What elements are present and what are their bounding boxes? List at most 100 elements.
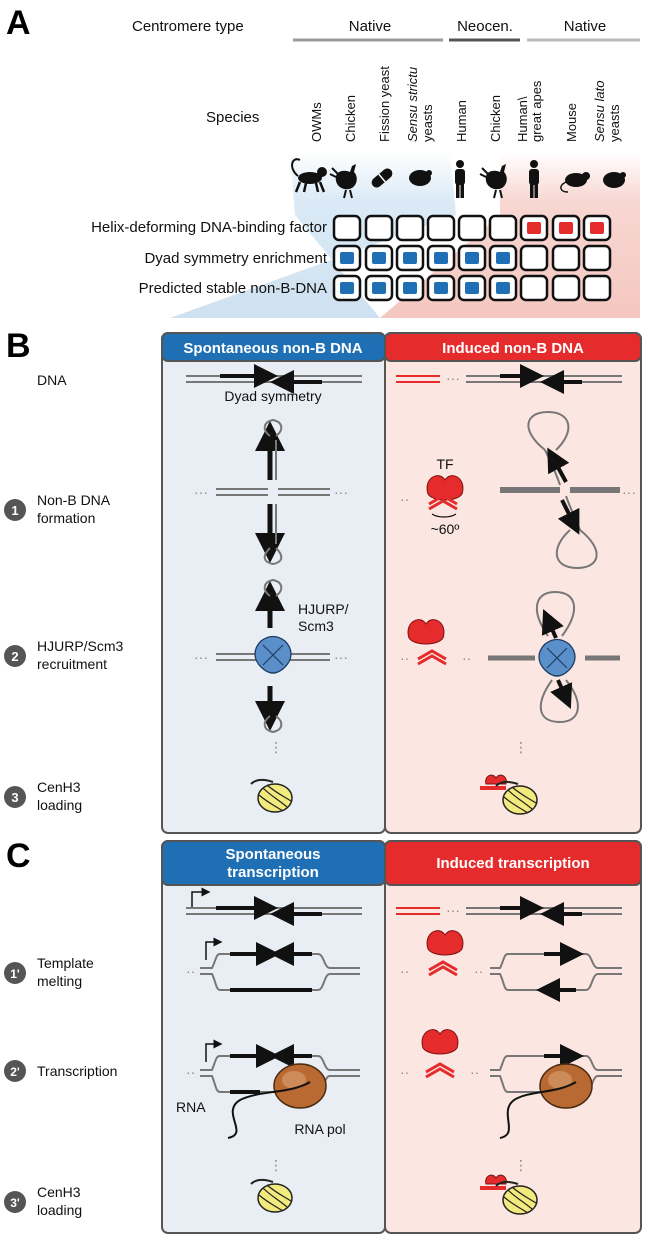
tf-bound-induced: TF ·· ~60º (400, 456, 464, 537)
species-name-chicken: Chicken (343, 95, 358, 142)
matrix-cell (364, 214, 394, 242)
hjurp-spontaneous: ··· ··· HJURP/ Scm3 ⋮ (194, 578, 349, 755)
step-3p-line1: CenH3 (37, 1184, 81, 1200)
rna-label: RNA (176, 1099, 206, 1115)
matrix-cell-fill (372, 252, 386, 264)
matrix-cell-fill (590, 222, 604, 234)
step-1p-number: 1' (10, 967, 20, 981)
svg-text:⋮: ⋮ (514, 739, 528, 755)
svg-text:···: ··· (334, 649, 348, 665)
fission-yeast-icon (371, 168, 393, 188)
species-name-mouse: Mouse (564, 103, 579, 142)
row-label-dyad-symmetry: Dyad symmetry enrichment (144, 250, 327, 267)
tf-label: TF (436, 456, 453, 472)
svg-text:··: ·· (186, 963, 195, 979)
matrix-cell-fill (527, 222, 541, 234)
species-name-human-apes-line1: Human\ (515, 96, 530, 142)
rna-strand (227, 1081, 311, 1139)
hjurp-label-1: HJURP/ (298, 601, 349, 617)
step-3-line1: CenH3 (37, 779, 81, 795)
svg-text:··: ·· (470, 1064, 479, 1080)
group-label-neocen: Neocen. (457, 18, 513, 35)
species-name-sensu-lato-line2: yeasts (607, 104, 622, 142)
svg-text:··: ·· (186, 1064, 195, 1080)
dna-c-induced: ··· (396, 896, 622, 926)
hjurp-label-2: Scm3 (298, 618, 334, 634)
matrix-cell (395, 214, 425, 242)
cruciform-induced: ··· (500, 410, 636, 570)
step-1p-line1: Template (37, 955, 94, 971)
species-icons (291, 158, 626, 199)
svg-text:··: ·· (400, 963, 409, 979)
rna-pol-label: RNA pol (294, 1121, 345, 1137)
svg-text:··: ·· (400, 491, 409, 507)
panel-letter-c: C (6, 837, 31, 875)
spontaneous-transcription-header-2: transcription (227, 864, 319, 881)
dna-c-spontaneous (186, 887, 362, 926)
step-2p-badge: 2' (4, 1060, 26, 1082)
spontaneous-header-text: Spontaneous non-B DNA (183, 340, 362, 357)
matrix-cell-fill (403, 252, 417, 264)
row-label-helix-deforming: Helix-deforming DNA-binding factor (91, 219, 327, 236)
svg-text:···: ··· (446, 370, 460, 386)
step-3-line2: loading (37, 797, 82, 813)
dyad-symmetry-label: Dyad symmetry (224, 388, 321, 404)
svg-text:···: ··· (194, 484, 208, 500)
step-3-number: 3 (11, 790, 18, 805)
step-2-number: 2 (11, 649, 18, 664)
chicken-icon (329, 164, 357, 199)
svg-text:··: ·· (400, 1064, 409, 1080)
matrix-cell (551, 244, 581, 272)
dna-label: DNA (37, 372, 67, 388)
matrix-cell (426, 214, 456, 242)
cenh3-induced-c (480, 1174, 538, 1215)
matrix-cell-fill (434, 252, 448, 264)
step-3-badge: 3 (4, 786, 26, 808)
svg-text:··: ·· (462, 650, 471, 666)
spontaneous-column-band (170, 152, 456, 318)
spontaneous-transcription-bg (161, 840, 386, 1234)
cenh3-induced (480, 774, 538, 815)
step-2p-line1: Transcription (37, 1063, 117, 1079)
matrix-cell (488, 214, 518, 242)
step-2-line1: HJURP/Scm3 (37, 638, 124, 654)
matrix-cell (551, 274, 581, 302)
feature-matrix (332, 214, 612, 302)
monkey-icon (291, 158, 327, 193)
dna-induced: ··· (396, 364, 622, 394)
matrix-cell (332, 214, 362, 242)
svg-text:⋮: ⋮ (269, 1157, 283, 1173)
matrix-cell-fill (340, 252, 354, 264)
svg-text:···: ··· (446, 902, 460, 918)
species-names: OWMs Chicken Fission yeast Sensu strictu… (309, 66, 622, 142)
matrix-cell-fill (403, 282, 417, 294)
human-icon (529, 160, 539, 198)
hjurp-induced: ·· ·· ⋮ (400, 590, 620, 755)
step-1-line2: formation (37, 510, 95, 526)
dna-spontaneous (186, 364, 362, 394)
budding-yeast-icon (409, 170, 432, 186)
step-2-line2: recruitment (37, 656, 107, 672)
panel-letter-b: B (6, 327, 31, 365)
step-3p-number: 3' (10, 1196, 20, 1210)
svg-text:··: ·· (400, 650, 409, 666)
matrix-cell-fill (465, 252, 479, 264)
transcription-induced: ·· ·· ⋮ (400, 1029, 622, 1173)
human-icon (455, 160, 465, 198)
step-3p-badge: 3' (4, 1191, 26, 1213)
row-label-non-b-dna: Predicted stable non-B-DNA (139, 280, 327, 297)
matrix-cell-fill (496, 282, 510, 294)
svg-text:···: ··· (334, 484, 348, 500)
budding-yeast-icon (603, 172, 626, 188)
group-label-native-1: Native (349, 18, 392, 35)
matrix-cell-fill (465, 282, 479, 294)
induced-panel-bg (384, 332, 642, 834)
species-name-human-apes-line2: great apes (529, 80, 544, 142)
species-label: Species (206, 109, 259, 126)
step-1p-line2: melting (37, 973, 82, 989)
svg-text:⋮: ⋮ (269, 739, 283, 755)
mouse-icon (560, 172, 590, 193)
centromere-type-label: Centromere type (132, 18, 244, 35)
melting-spontaneous: ·· (186, 937, 360, 992)
spontaneous-transcription-header-1: Spontaneous (225, 846, 320, 863)
